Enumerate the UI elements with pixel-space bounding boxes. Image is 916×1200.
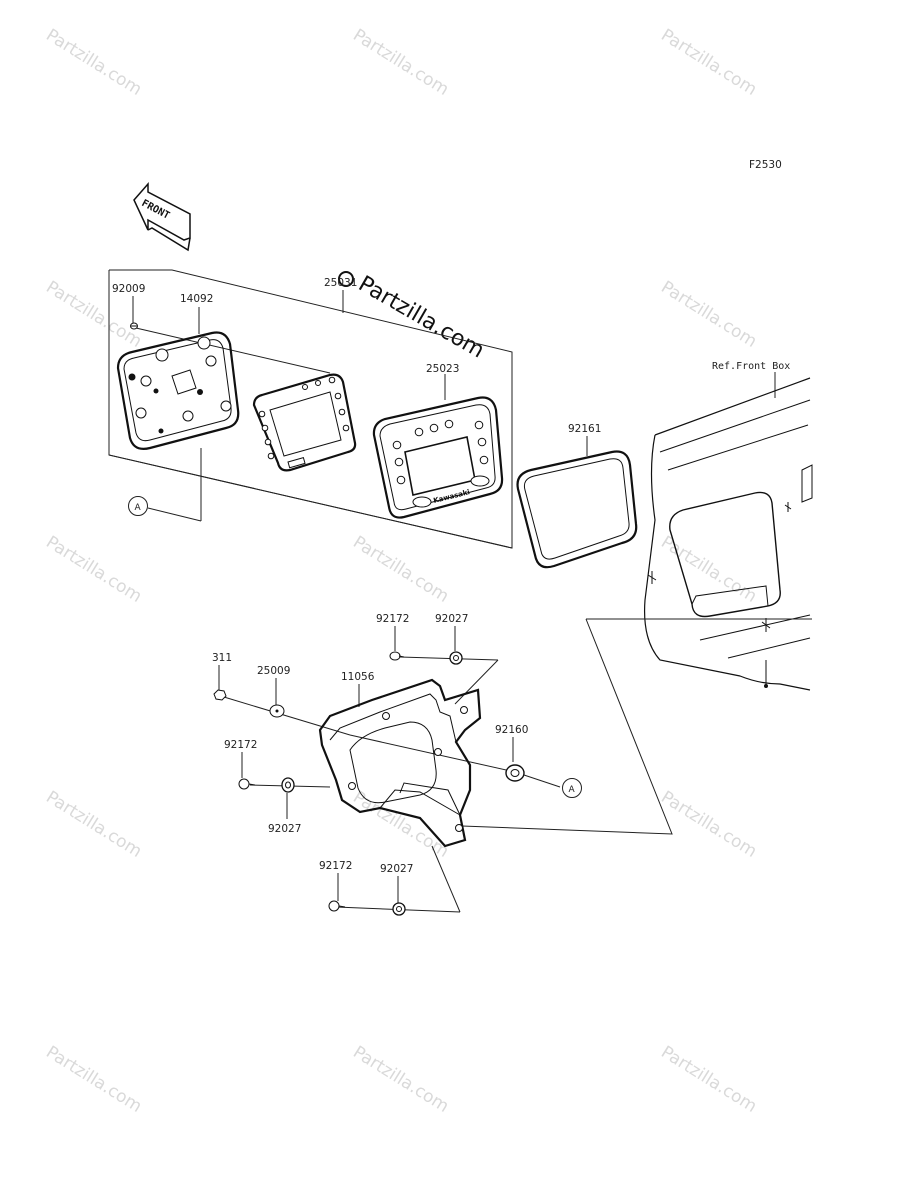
meter-brand-label: Kawasaki (433, 488, 471, 505)
figure-code: F2530 (749, 159, 782, 171)
part-label-92172-mid[interactable]: 92172 (224, 739, 257, 751)
watermark: Partzilla.com (349, 1042, 452, 1117)
part-label-11056[interactable]: 11056 (341, 671, 375, 683)
watermark: Partzilla.com (42, 1042, 145, 1117)
assembly-outline (108, 269, 513, 549)
screw-92009-icon (130, 322, 331, 374)
part-label-92161[interactable]: 92161 (568, 423, 601, 435)
leader-lines (132, 290, 776, 522)
lower-leader-lines (218, 626, 514, 903)
part-label-92172-top[interactable]: 92172 (376, 613, 409, 625)
watermarks: Partzilla.com Partzilla.com Partzilla.co… (42, 25, 760, 1117)
callout-a-bottom: A (562, 778, 582, 798)
front-arrow-icon: FRONT (133, 182, 191, 252)
watermark: Partzilla.com (657, 1042, 760, 1117)
part-label-311[interactable]: 311 (212, 652, 232, 664)
part-label-92009[interactable]: 92009 (112, 283, 145, 295)
part-label-25023[interactable]: 25023 (426, 363, 459, 375)
part-label-92172-bot[interactable]: 92172 (319, 860, 352, 872)
nut-92027-mid-icon (281, 777, 295, 793)
meter-face-25023: Kawasaki (372, 396, 504, 519)
part-label-25031[interactable]: 25031 (324, 277, 357, 289)
watermark: Partzilla.com (349, 532, 452, 607)
part-label-92160[interactable]: 92160 (495, 724, 528, 736)
grommet-92160-icon (505, 764, 525, 782)
ref-front-box-label: Ref.Front Box (712, 361, 790, 372)
nut-92027-bot-icon (392, 902, 406, 916)
watermark: Partzilla.com (657, 532, 760, 607)
callout-a-top: A (128, 496, 148, 516)
nut-311-icon (213, 689, 227, 701)
part-label-25009[interactable]: 25009 (257, 665, 290, 677)
washer-25009-icon (269, 704, 285, 718)
front-box-ref (643, 377, 813, 691)
bolt-92172-bot-icon (328, 900, 346, 912)
fastener-lines (223, 656, 561, 913)
part-label-14092[interactable]: 14092 (180, 293, 213, 305)
watermark: Partzilla.com (657, 787, 760, 862)
watermark: Partzilla.com (42, 532, 145, 607)
meter-cover-14092 (116, 331, 240, 450)
callout-a-label: A (135, 503, 142, 513)
callout-a-label: A (569, 785, 576, 795)
nut-92027-top-icon (449, 651, 463, 665)
gasket-92161 (516, 450, 638, 569)
bolt-92172-top-icon (389, 651, 405, 661)
watermark: Partzilla.com (42, 787, 145, 862)
part-label-92027-bot[interactable]: 92027 (380, 863, 413, 875)
part-label-92027-top[interactable]: 92027 (435, 613, 468, 625)
bolt-92172-mid-icon (238, 778, 256, 790)
watermark: Partzilla.com (657, 25, 760, 100)
watermark-dark: Partzilla.com (354, 272, 488, 364)
bracket-ref-lines (461, 618, 812, 835)
center-watermark: Partzilla.com (338, 271, 488, 364)
watermark: Partzilla.com (657, 277, 760, 352)
watermark: Partzilla.com (42, 25, 145, 100)
bracket-11056 (318, 678, 482, 848)
part-label-92027-mid[interactable]: 92027 (268, 823, 301, 835)
meter-frame-25031 (252, 373, 357, 472)
watermark: Partzilla.com (349, 25, 452, 100)
